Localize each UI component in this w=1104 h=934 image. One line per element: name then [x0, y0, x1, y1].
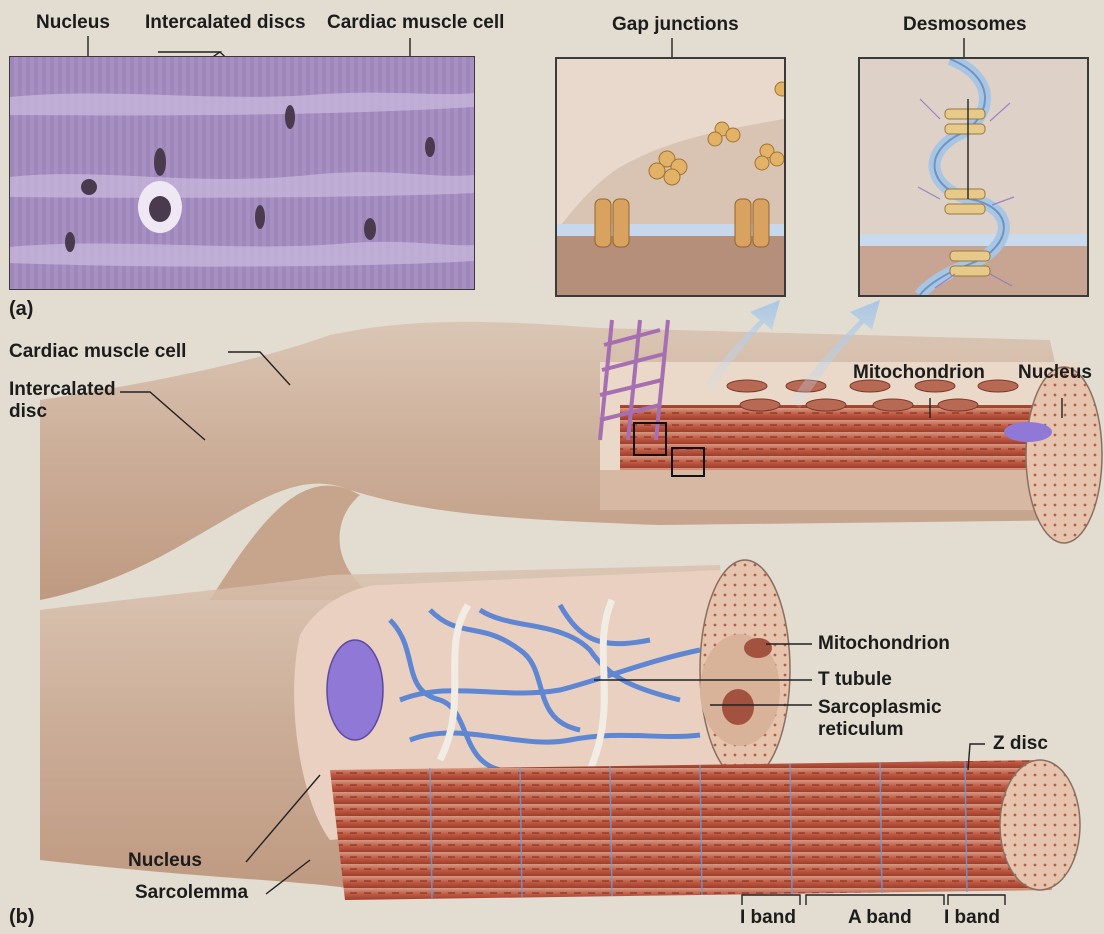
label-mitochondrion: Mitochondrion — [818, 633, 950, 655]
label-t-tubule: T tubule — [818, 669, 892, 691]
label-nucleus-top: Nucleus — [1018, 362, 1092, 384]
label-desmosomes: Desmosomes — [903, 14, 1027, 36]
label-gap-junctions: Gap junctions — [612, 14, 739, 36]
label-cardiac-muscle-cell-micrograph: Cardiac muscle cell — [327, 12, 504, 34]
label-mitochondrion-top: Mitochondrion — [853, 362, 985, 384]
panel-tag-a: (a) — [9, 298, 33, 321]
label-a-band: A band — [848, 907, 912, 929]
label-intercalated-disc: Intercalated disc — [9, 379, 116, 423]
panel-tag-b: (b) — [9, 906, 35, 929]
desmosome-inset — [858, 57, 1089, 297]
label-sarcolemma: Sarcolemma — [135, 882, 248, 904]
label-cardiac-muscle-cell: Cardiac muscle cell — [9, 341, 186, 363]
label-sarcoplasmic-reticulum: Sarcoplasmic reticulum — [818, 697, 942, 741]
label-nucleus: Nucleus — [128, 850, 202, 872]
label-intercalated-discs: Intercalated discs — [145, 12, 306, 34]
micrograph-panel — [9, 56, 475, 290]
label-i-band-left: I band — [740, 907, 796, 929]
label-z-disc: Z disc — [993, 733, 1048, 755]
lower-myofibril — [330, 760, 1080, 900]
label-nucleus-micrograph: Nucleus — [36, 12, 110, 34]
gap-junction-inset — [555, 57, 786, 297]
label-i-band-right: I band — [944, 907, 1000, 929]
